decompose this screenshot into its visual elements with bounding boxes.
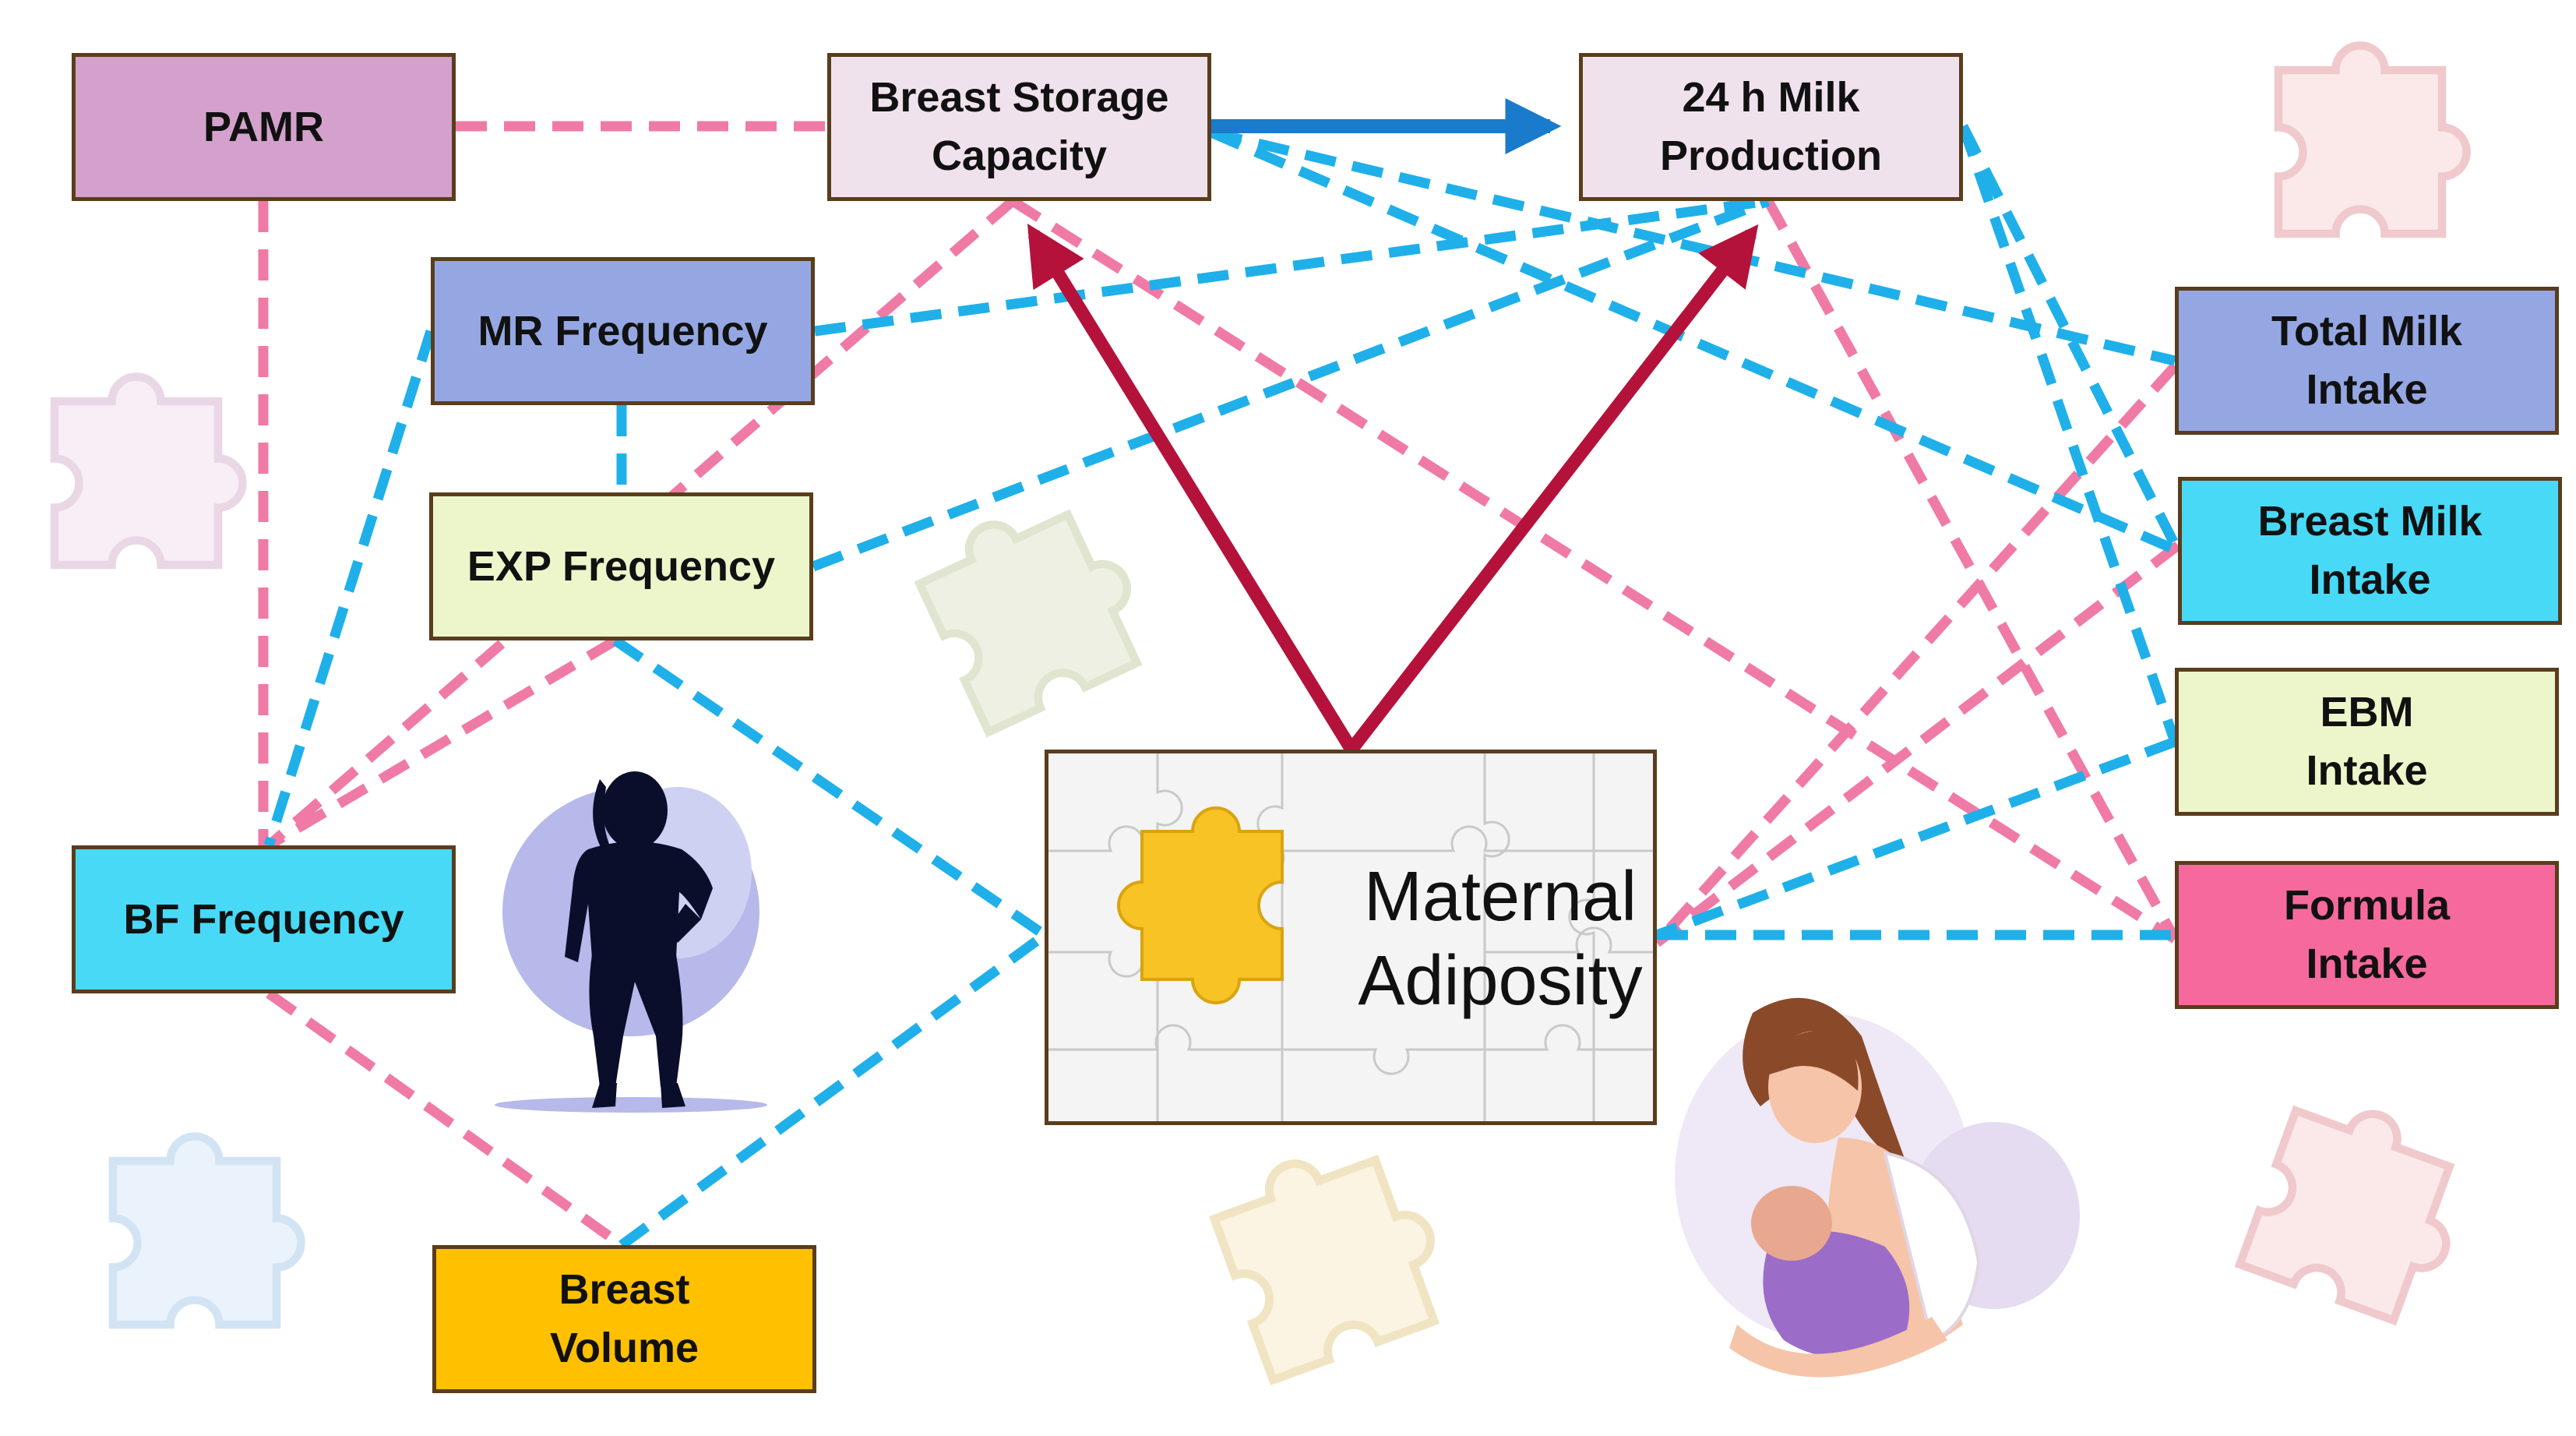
- node-total-milk-intake[interactable]: Total Milk Intake: [2175, 287, 2559, 435]
- link-24h-bmi: [1958, 124, 2183, 553]
- node-label: Breast Storage Capacity: [869, 74, 1169, 179]
- link-exp-24h: [811, 196, 1771, 572]
- link-tmi-ma: [1653, 362, 2179, 947]
- node-bf-frequency[interactable]: BF Frequency: [72, 845, 456, 993]
- link-exp-bf: [266, 636, 618, 850]
- link-exp-ma: [612, 636, 1048, 940]
- breastfeeding-mother-illustration: [1675, 997, 2080, 1378]
- link-bf-bv: [266, 989, 625, 1250]
- node-label: Formula Intake: [2283, 882, 2451, 987]
- node-exp-frequency[interactable]: EXP Frequency: [429, 492, 813, 640]
- arrow-ma-24h: [1346, 224, 1759, 754]
- node-label: MR Frequency: [477, 307, 768, 355]
- link-bmi-ma: [1654, 541, 2181, 947]
- puzzle-background: [1048, 753, 1653, 1121]
- node-label: 24 h Milk Production: [1660, 74, 1882, 179]
- maternal-adiposity-label: Maternal Adiposity: [1358, 858, 1643, 1020]
- link-24h-ebm: [1958, 124, 2180, 744]
- link-24h-fi: [1764, 198, 2180, 942]
- link-ebm-ma: [1654, 736, 2177, 940]
- node-label: EXP Frequency: [467, 542, 776, 590]
- woman-silhouette-icon: [495, 771, 767, 1113]
- link-bv-ma: [618, 930, 1048, 1250]
- node-label: PAMR: [203, 103, 324, 150]
- node-label: Total Milk Intake: [2271, 308, 2462, 413]
- node-breast-storage-capacity[interactable]: Breast Storage Capacity: [827, 53, 1211, 201]
- link-mr-bf: [263, 330, 436, 847]
- node-breast-milk-intake[interactable]: Breast Milk Intake: [2178, 477, 2562, 625]
- arrow-ma-bsc: [1027, 223, 1358, 753]
- node-maternal-adiposity[interactable]: Maternal Adiposity: [1045, 750, 1657, 1125]
- node-mr-frequency[interactable]: MR Frequency: [431, 257, 815, 405]
- node-label: BF Frequency: [123, 895, 404, 943]
- puzzle-piece-icon: [1117, 806, 1284, 1004]
- node-formula-intake[interactable]: Formula Intake: [2175, 861, 2559, 1009]
- node-label: Breast Volume: [549, 1266, 700, 1371]
- link-bsc-tmi: [1210, 127, 2176, 366]
- node-pamr[interactable]: PAMR: [72, 53, 456, 201]
- node-label: EBM Intake: [2306, 689, 2428, 794]
- link-bsc-fi: [1010, 196, 2178, 944]
- node-breast-volume[interactable]: Breast Volume: [432, 1245, 816, 1393]
- node-24h-milk-production[interactable]: 24 h Milk Production: [1579, 53, 1963, 201]
- link-bsc-bmi: [1209, 128, 2180, 556]
- node-ebm-intake[interactable]: EBM Intake: [2175, 668, 2559, 816]
- node-label: Breast Milk Intake: [2257, 498, 2483, 603]
